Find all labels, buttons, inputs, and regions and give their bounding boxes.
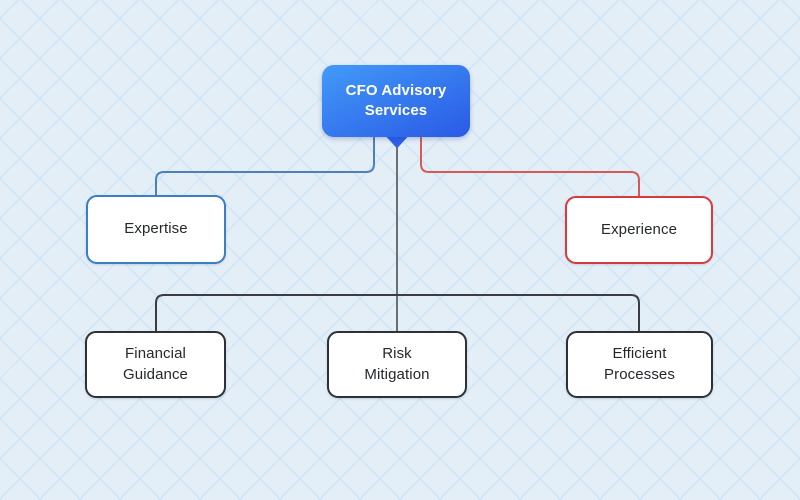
connector-expertise-branch	[155, 136, 375, 196]
node-label: Risk Mitigation	[364, 345, 430, 383]
node-expertise[interactable]: Expertise	[86, 195, 226, 264]
connector-experience-branch	[420, 136, 640, 197]
root-node-label: CFO Advisory Services	[345, 81, 447, 119]
connector-bottom-branch	[155, 294, 640, 331]
node-experience[interactable]: Experience	[565, 196, 713, 264]
root-node-cfo-advisory-services[interactable]: CFO Advisory Services	[322, 65, 470, 137]
node-financial-guidance[interactable]: Financial Guidance	[85, 331, 226, 398]
node-label: Expertise	[124, 220, 188, 238]
node-risk-mitigation[interactable]: Risk Mitigation	[327, 331, 467, 398]
node-label: Efficient Processes	[604, 345, 675, 383]
node-efficient-processes[interactable]: Efficient Processes	[566, 331, 713, 398]
node-label: Experience	[600, 220, 678, 238]
node-label: Financial Guidance	[122, 345, 188, 383]
